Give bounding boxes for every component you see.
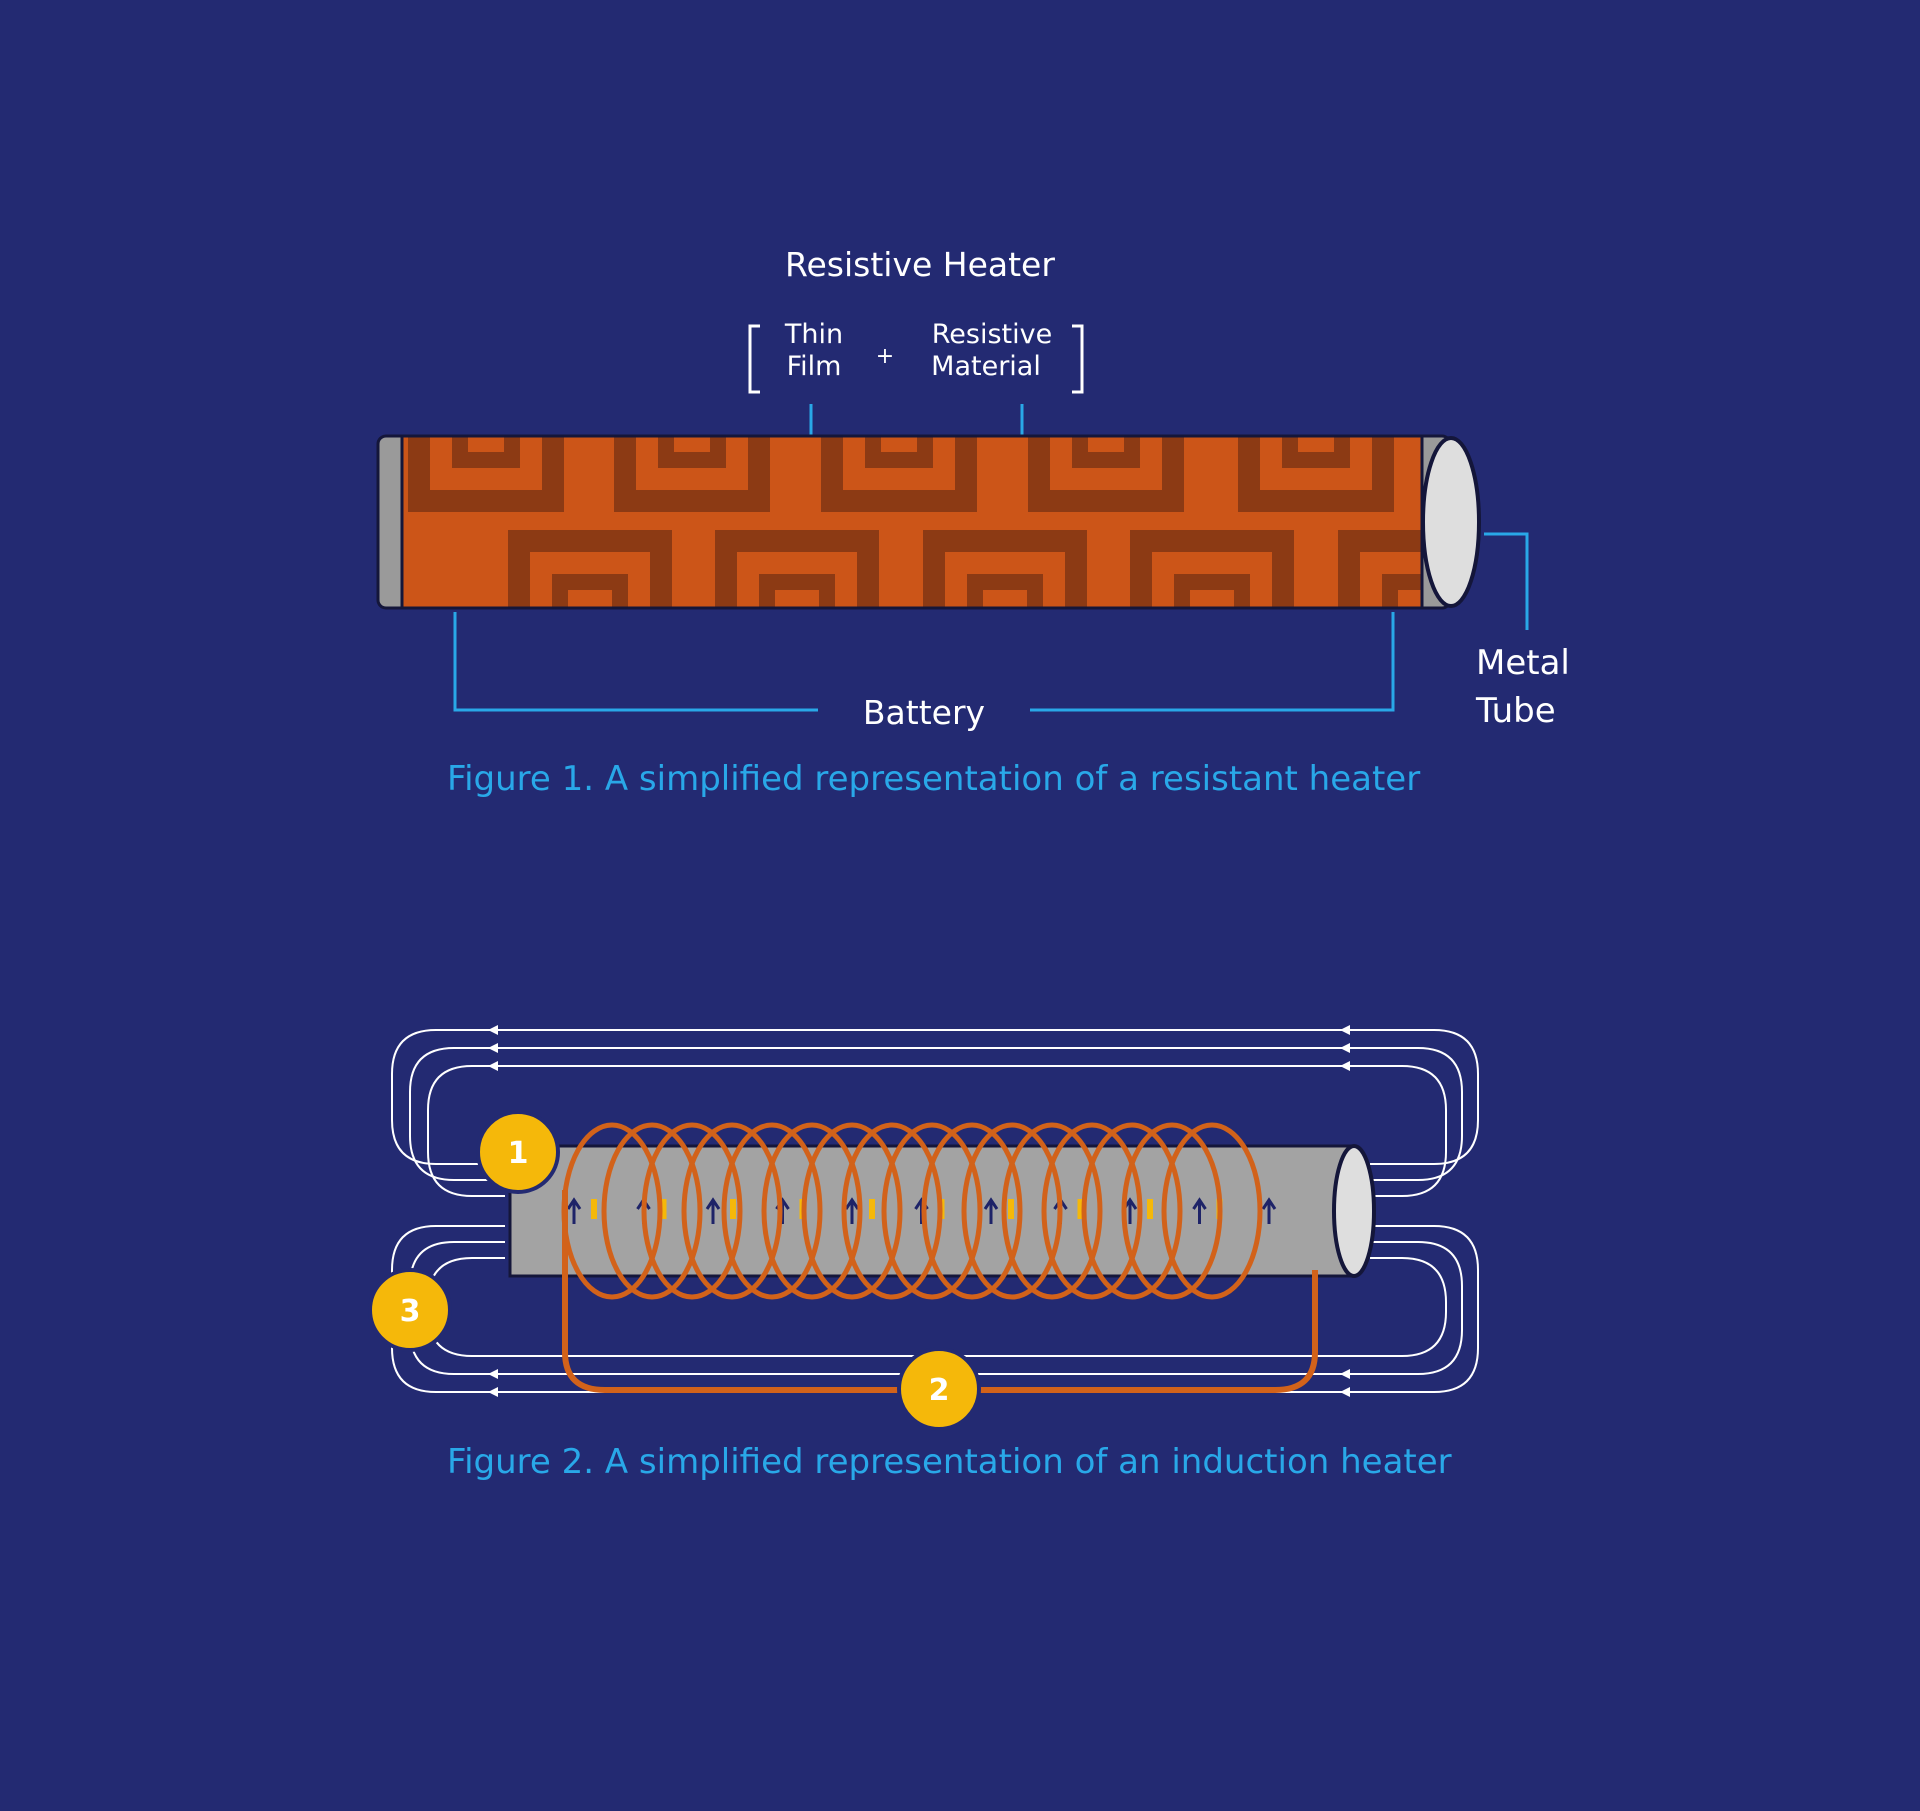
eddy-arrow (705, 1197, 721, 1224)
battery-bracket-right (1030, 612, 1395, 712)
eddy-arrow (1192, 1197, 1207, 1224)
eddy-mark (660, 1199, 667, 1219)
field-arrow-left (488, 1025, 498, 1035)
field-arrow-left (488, 1387, 498, 1397)
pattern-bottom-inner (1382, 574, 1422, 608)
induction-tube-end (1332, 1144, 1376, 1278)
coil-loop (721, 1122, 823, 1300)
pattern-top-inner (1282, 436, 1350, 468)
field-arrow-right (1340, 1061, 1350, 1071)
figure-1: Resistive Heater Thin Film + Resistive M… (376, 245, 1570, 799)
figure-2: 1 2 3 Figure 2. A simplified representat… (368, 1025, 1479, 1482)
coil-loop (1121, 1122, 1223, 1300)
coil-loop (601, 1122, 703, 1300)
resistive-material-label-line1: Resistive (932, 319, 1052, 350)
coil-loop (1041, 1122, 1143, 1300)
field-arrow-left (488, 1043, 498, 1053)
pattern-top-outer (408, 436, 564, 512)
thin-film-label-line2: Film (787, 351, 842, 382)
coil-loop (961, 1122, 1063, 1300)
thin-film-label-line1: Thin (784, 319, 843, 350)
left-bracket (748, 324, 760, 394)
coil-loop (1161, 1122, 1263, 1300)
coil-loop (681, 1122, 783, 1300)
coil-loop (841, 1122, 943, 1300)
eddy-mark (1008, 1199, 1014, 1219)
coil-loop (761, 1122, 863, 1300)
field-arrow-left (488, 1369, 498, 1379)
eddy-arrow (983, 1197, 999, 1224)
badge-2-number: 2 (929, 1373, 950, 1408)
pattern-bottom-outer (715, 530, 879, 608)
eddy-arrow (566, 1197, 582, 1224)
eddy-arrow (1261, 1197, 1277, 1224)
pattern-top-outer (1028, 436, 1184, 512)
pattern-top-inner (1072, 436, 1140, 468)
pattern-bottom-outer (1338, 530, 1422, 608)
pattern-top-outer (821, 436, 977, 512)
pattern-bottom-inner (1174, 574, 1250, 608)
eddy-arrow (844, 1197, 860, 1224)
eddy-mark (869, 1199, 875, 1219)
resistive-heater-tube (376, 434, 1481, 610)
pattern-bottom-inner (967, 574, 1043, 608)
battery-label: Battery (863, 693, 985, 732)
field-arrow-right (1340, 1369, 1350, 1379)
induction-coil (561, 1122, 1263, 1300)
pattern-bottom-inner (759, 574, 835, 608)
resistive-material-label-line2: Material (931, 351, 1041, 382)
pattern-top-inner (452, 436, 520, 468)
resistive-heater-title: Resistive Heater (785, 245, 1055, 284)
right-bracket (1072, 324, 1084, 394)
badge-1-circle (476, 1110, 560, 1194)
pattern-top-inner (865, 436, 933, 468)
field-arrow-left (488, 1061, 498, 1071)
badge-1-number: 1 (508, 1136, 529, 1171)
pattern-bottom-outer (923, 530, 1087, 608)
metal-tube-label-line1: Metal (1476, 643, 1570, 683)
eddy-mark (730, 1199, 736, 1219)
pattern-top-outer (1238, 436, 1394, 512)
badge-3: 3 (368, 1268, 452, 1352)
badge-3-number: 3 (400, 1294, 421, 1329)
field-line-top (391, 1029, 1479, 1165)
coil-loop (1081, 1122, 1183, 1300)
plus-sign: + (876, 344, 894, 369)
battery-bracket-left (453, 612, 818, 712)
coil-loop (1001, 1122, 1103, 1300)
field-arrow-right (1340, 1043, 1350, 1053)
field-arrow-right (1340, 1387, 1350, 1397)
badge-2-circle (897, 1347, 981, 1431)
pattern-bottom-outer (508, 530, 672, 608)
field-line-top (427, 1065, 1447, 1197)
pattern-top-inner (658, 436, 726, 468)
coil-loop (561, 1122, 663, 1300)
pattern-bottom-inner (552, 574, 628, 608)
coil-loop (881, 1122, 983, 1300)
eddy-mark (1077, 1199, 1084, 1219)
pattern-bottom-outer (1130, 530, 1294, 608)
metal-tube-end (1421, 436, 1481, 608)
coil-loop (641, 1122, 743, 1300)
badge-2: 2 (897, 1347, 981, 1431)
coil-loop (921, 1122, 1023, 1300)
eddy-mark (591, 1199, 597, 1219)
field-arrow-right (1340, 1025, 1350, 1035)
field-line-top (409, 1047, 1463, 1181)
badge-3-circle (368, 1268, 452, 1352)
figure-2-caption: Figure 2. A simplified representation of… (447, 1442, 1452, 1482)
badge-1: 1 (476, 1110, 560, 1194)
coil-loop (801, 1122, 903, 1300)
metal-tube-leader (1484, 532, 1529, 630)
figure-1-caption: Figure 1. A simplified representation of… (447, 759, 1420, 799)
resistive-pattern (408, 436, 1422, 608)
metal-tube-label-line2: Tube (1475, 691, 1556, 731)
pattern-top-outer (614, 436, 770, 512)
eddy-mark (1147, 1199, 1153, 1219)
